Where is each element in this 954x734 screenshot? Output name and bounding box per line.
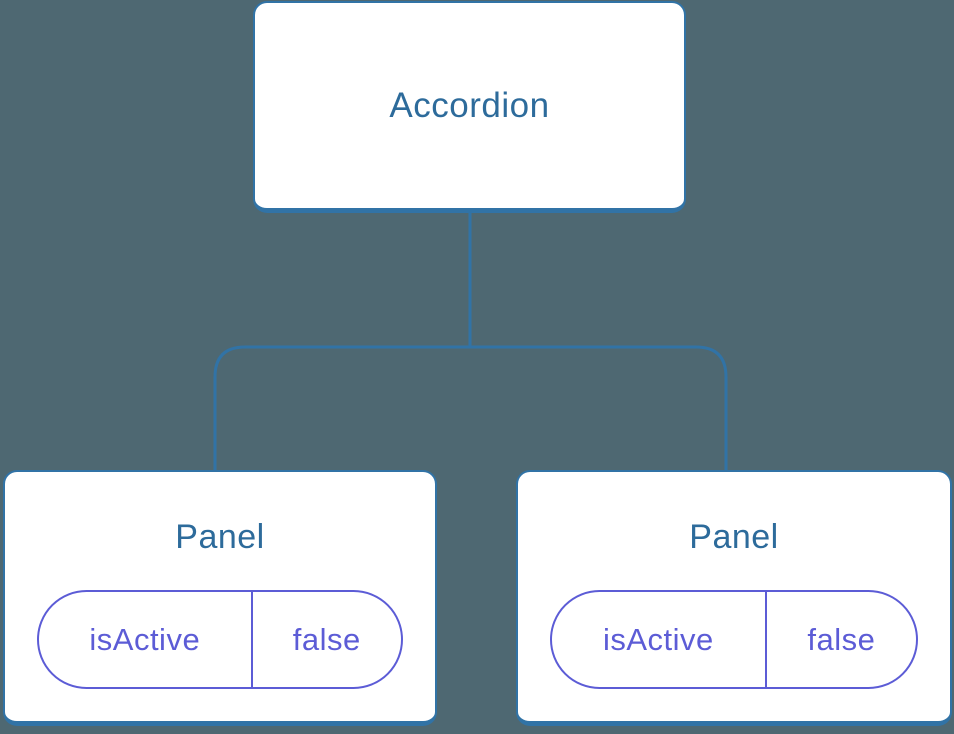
prop-name: isActive: [552, 592, 767, 687]
prop-value: false: [807, 621, 876, 657]
connector-bracket: [213, 345, 728, 471]
accordion-node: Accordion: [253, 1, 686, 213]
prop-name: isActive: [39, 592, 253, 687]
panel-node-label: Panel: [175, 518, 265, 556]
panel-node-label: Panel: [689, 518, 779, 556]
panel-node-left: Panel isActive false: [3, 470, 437, 726]
prop-pill: isActive false: [550, 590, 918, 689]
panel-node-right: Panel isActive false: [516, 470, 952, 726]
prop-value: false: [292, 621, 361, 657]
accordion-node-label: Accordion: [389, 85, 550, 125]
prop-pill: isActive false: [37, 590, 403, 689]
